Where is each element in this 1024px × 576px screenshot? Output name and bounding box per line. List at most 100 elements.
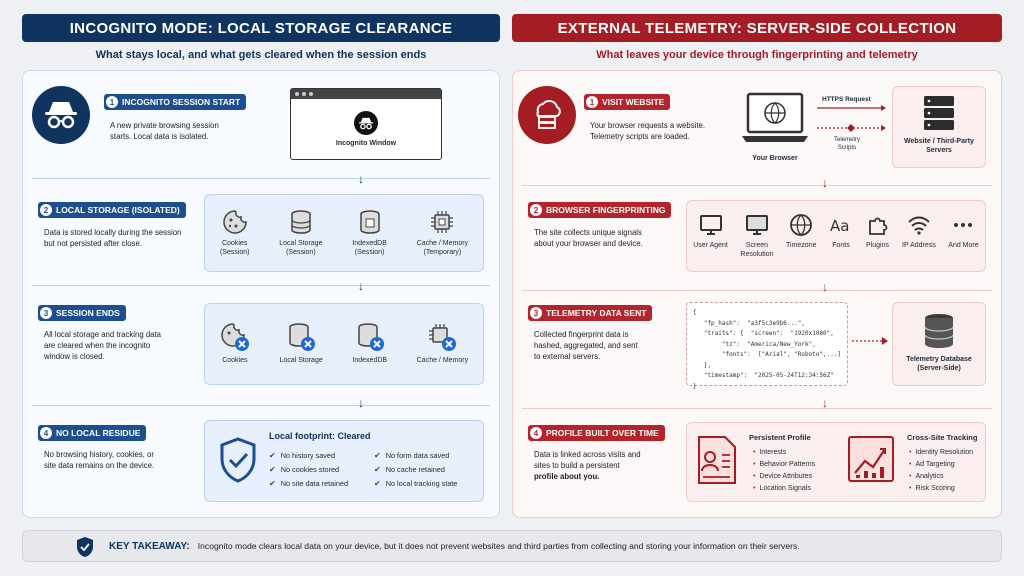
tracking-item: Risk Scoring — [909, 483, 973, 495]
desc-line-bold: profile about you. — [534, 472, 600, 481]
profile-item: Interests — [753, 447, 815, 459]
step-number: 1 — [106, 96, 118, 108]
profile-title: Persistent Profile — [749, 433, 811, 442]
step-number: 3 — [40, 307, 52, 319]
tracking-item: Identity Resolution — [909, 447, 973, 459]
item-label: Cookies — [222, 240, 248, 247]
chip-cleared-icon — [429, 324, 457, 351]
down-arrow-icon: ↓ — [358, 279, 364, 293]
check-icon: ✔ — [374, 479, 381, 488]
tracking-item: Analytics — [909, 471, 973, 483]
step-title: VISIT WEBSITE — [602, 97, 665, 107]
item-label: User Agent — [693, 242, 728, 249]
item-label: IndexedDB — [352, 357, 388, 364]
desc-line: window is closed. — [44, 352, 105, 361]
left-title: INCOGNITO MODE: LOCAL STORAGE CLEARANCE — [22, 14, 500, 42]
right-subtitle: What leaves your device through fingerpr… — [596, 49, 918, 61]
item-sublabel: (Session) — [219, 249, 250, 256]
globe-icon — [790, 214, 813, 236]
cookie-icon — [222, 210, 247, 234]
check-label: No site data retained — [280, 479, 349, 488]
check-icon: ✔ — [269, 479, 276, 488]
desc-line: hashed, aggregated, and sent — [534, 341, 638, 350]
down-arrow-icon: ↓ — [822, 176, 828, 190]
profile-card-icon — [698, 436, 736, 484]
telemetry-scripts-label: Telemetry Scripts — [834, 136, 860, 152]
item-label: Timezone — [786, 242, 817, 249]
screen-icon — [745, 215, 768, 235]
step-title: LOCAL STORAGE (ISOLATED) — [56, 205, 180, 215]
right-title: EXTERNAL TELEMETRY: SERVER-SIDE COLLECTI… — [512, 14, 1002, 42]
footprint-box: Local footprint: Cleared ✔No history sav… — [204, 420, 484, 502]
left-step1-badge: 1 INCOGNITO SESSION START — [104, 94, 247, 110]
divider — [522, 408, 992, 409]
right-step4-desc: Data is linked across visits and sites t… — [534, 449, 674, 482]
desc-line: to external servers. — [534, 352, 601, 361]
check-item: ✔No form data saved — [374, 451, 484, 460]
cleared-storage-box: Cookies Local Storage IndexedDB Cache / … — [204, 303, 484, 385]
more-icon — [954, 223, 973, 227]
fingerprint-box: User Agent Screen Resolution Timezone Aa… — [686, 200, 986, 272]
indexeddb-item: IndexedDB (Session) — [352, 209, 387, 257]
desc-line: No browsing history, cookies, or — [44, 450, 154, 459]
cache-item: Cache / Memory (Temporary) — [417, 209, 468, 257]
window-titlebar — [291, 89, 441, 99]
puzzle-icon — [868, 217, 887, 235]
right-step2-badge: 2 BROWSER FINGERPRINTING — [528, 202, 672, 218]
label-line: Telemetry — [834, 137, 861, 143]
left-step4-desc: No browsing history, cookies, or site da… — [44, 449, 194, 471]
step-number: 4 — [40, 427, 52, 439]
right-step4-badge: 4 PROFILE BUILT OVER TIME — [528, 425, 665, 441]
item-label: Cache / Memory — [416, 240, 469, 247]
step-title: PROFILE BUILT OVER TIME — [546, 428, 659, 438]
check-item: ✔No cookies stored — [269, 465, 374, 474]
chip-icon — [431, 211, 454, 233]
check-item: ✔No history saved — [269, 451, 374, 460]
item-label: Fonts — [832, 242, 850, 249]
step-number: 3 — [530, 307, 542, 319]
step-title: NO LOCAL RESIDUE — [56, 428, 141, 438]
code-line: } — [693, 382, 697, 390]
check-label: No form data saved — [385, 451, 450, 460]
incognito-icon — [32, 86, 90, 144]
desc-line: about your browser and device. — [534, 239, 643, 248]
down-arrow-icon: ↓ — [358, 172, 364, 186]
code-line: "fp_hash": "a3f5c3e9b6...", — [693, 319, 805, 327]
divider — [32, 178, 490, 179]
wifi-icon — [908, 216, 930, 235]
cleared-cache-item: Cache / Memory — [417, 322, 468, 365]
arrow-right-icon — [852, 337, 888, 345]
item-label: IP Address — [902, 242, 936, 249]
step-number: 1 — [586, 96, 598, 108]
divider — [522, 185, 992, 186]
takeaway-text: Incognito mode clears local data on your… — [197, 541, 800, 551]
item-label: And More — [948, 242, 979, 249]
database-cleared-icon — [289, 323, 316, 351]
profile-item: Location Signals — [753, 483, 815, 495]
step-title: BROWSER FINGERPRINTING — [546, 205, 666, 215]
desc-line: Data is linked across visits and — [534, 450, 641, 459]
desc-line: site data remains on the device. — [44, 461, 155, 470]
cleared-indexeddb-item: IndexedDB — [352, 322, 387, 365]
check-label: No cache retained — [385, 465, 445, 474]
step-number: 4 — [530, 427, 542, 439]
down-arrow-icon: ↓ — [822, 396, 828, 410]
server-box: Website / Third-Party Servers — [892, 86, 986, 168]
step-number: 2 — [40, 204, 52, 216]
cloud-server-icon — [518, 86, 576, 144]
telemetry-db-box: Telemetry Database (Server-Side) — [892, 302, 986, 386]
incognito-window: Incognito Window — [290, 88, 442, 160]
footprint-title: Local footprint: Cleared — [269, 431, 371, 441]
profile-item: Device Attributes — [753, 471, 815, 483]
check-icon: ✔ — [269, 465, 276, 474]
profile-box: Persistent Profile Interests Behavior Pa… — [686, 422, 986, 502]
step-title: INCOGNITO SESSION START — [122, 97, 241, 107]
incognito-small-icon — [354, 111, 378, 135]
code-line: }, — [693, 361, 712, 369]
database-icon — [924, 314, 954, 348]
code-line: "traits": { "screen": "1920x1080", — [693, 330, 834, 337]
monitor-icon — [699, 215, 722, 235]
shield-check-icon — [220, 437, 256, 483]
tracking-item: Ad Targeting — [909, 459, 973, 471]
desc-line: but not persisted after close. — [44, 239, 142, 248]
